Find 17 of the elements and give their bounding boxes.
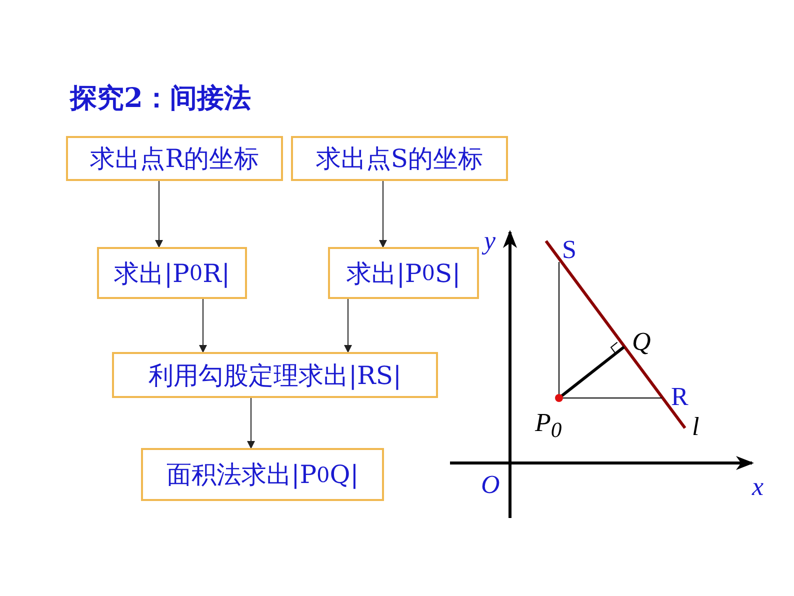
arrow [199,298,207,353]
arrow [155,180,163,248]
axis-label: x [752,474,764,500]
arrow [247,398,255,449]
arrow [379,180,387,248]
heading: 探究2：间接法 [70,82,251,116]
point-label: P$_{0}$ [535,410,562,442]
origin-label: O [481,472,500,498]
process-box: 求出点R的坐标 [66,136,283,181]
process-box: 求出点S的坐标 [291,136,508,181]
arrow [344,298,352,353]
point-label: Q [632,329,651,355]
point-label: S [562,237,576,263]
point-label: R [671,384,688,410]
axis-label: y [484,228,496,254]
process-box: 利用勾股定理求出|RS| [112,352,438,398]
line-label: l [692,414,700,440]
